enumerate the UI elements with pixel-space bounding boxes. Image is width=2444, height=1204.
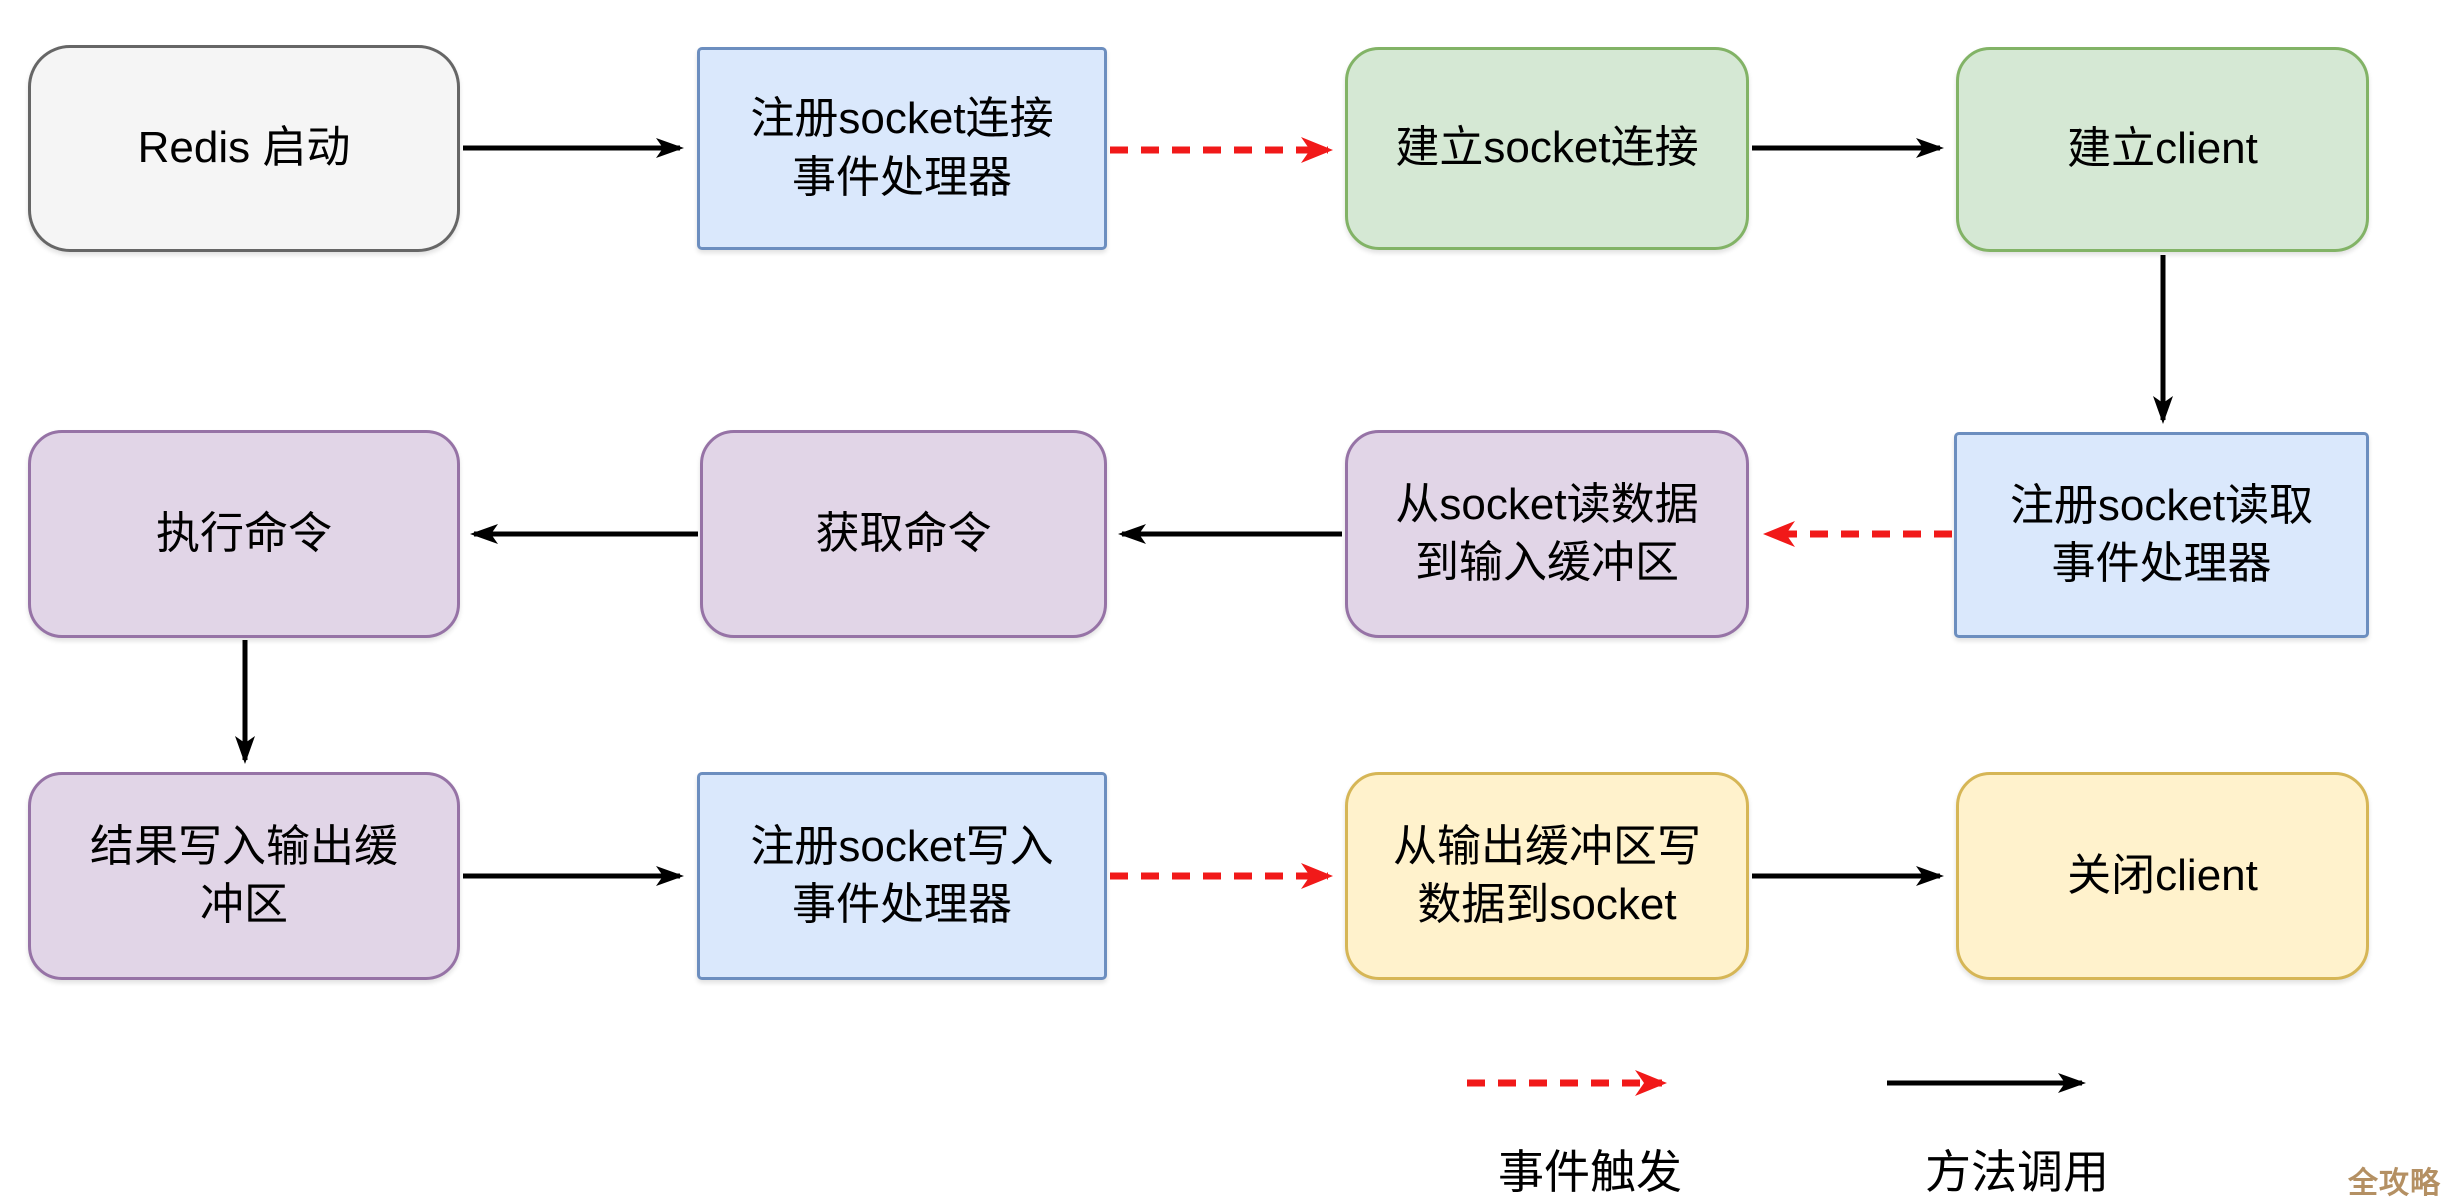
node-label: 建立client [2067,124,2258,174]
node-label: 从输出缓冲区写 数据到socket [1393,821,1701,929]
node-label: 建立socket连接 [1395,123,1699,173]
node-label: 获取命令 [815,508,992,558]
node-redis-start: Redis 启动 [28,45,460,252]
node-execute-command: 执行命令 [28,430,460,638]
node-label: 结果写入输出缓 冲区 [90,821,398,929]
node-get-command: 获取命令 [700,430,1107,638]
node-read-socket-to-input-buffer: 从socket读数据 到输入缓冲区 [1345,430,1749,638]
node-label: 执行命令 [156,508,332,558]
node-label: 注册socket读取 事件处理器 [2009,480,2314,588]
node-label: 从socket读数据 到输入缓冲区 [1395,479,1699,587]
node-label: Redis 启动 [137,123,351,173]
node-label: 关闭client [2067,850,2258,900]
node-register-write-handler: 注册socket写入 事件处理器 [697,772,1107,980]
node-create-client: 建立client [1956,47,2369,252]
legend-event-trigger-label: 事件触发 [1498,1146,1682,1198]
watermark-text: 全攻略 [2348,1167,2441,1200]
node-register-read-handler: 注册socket读取 事件处理器 [1954,432,2369,638]
node-establish-socket: 建立socket连接 [1345,47,1749,250]
legend-method-call-label: 方法调用 [1925,1146,2109,1198]
node-label: 注册socket连接 事件处理器 [750,94,1054,202]
node-label: 注册socket写入 事件处理器 [750,821,1054,929]
node-close-client: 关闭client [1956,772,2369,980]
node-register-connect-handler: 注册socket连接 事件处理器 [697,47,1107,250]
node-write-result-to-output-buffer: 结果写入输出缓 冲区 [28,772,460,980]
node-write-output-buffer-to-socket: 从输出缓冲区写 数据到socket [1345,772,1749,980]
